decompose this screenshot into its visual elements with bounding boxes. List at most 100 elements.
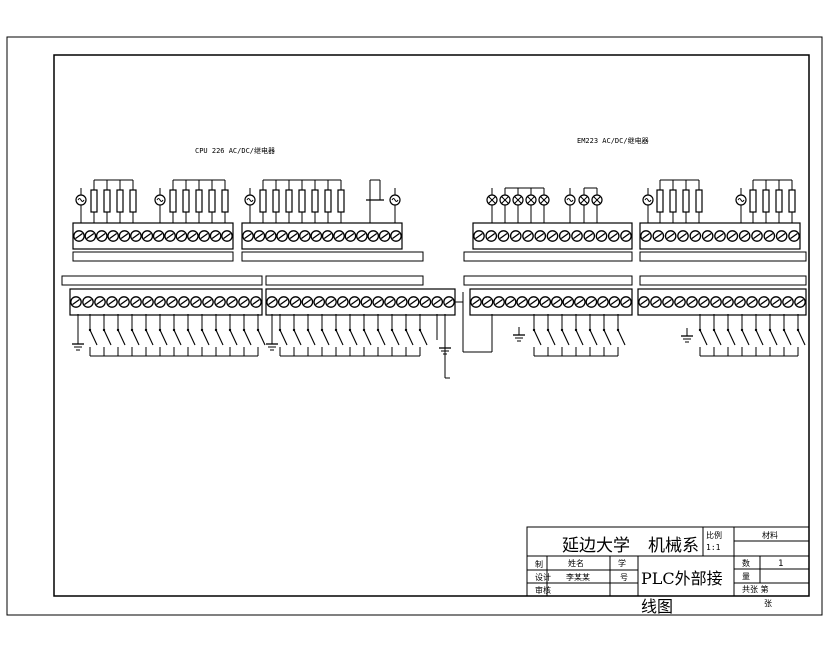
em-output-strip-a-terminal-screw [487,232,496,240]
cpu-input-strip-b-terminal-screw [409,298,418,306]
load-coil [695,189,703,213]
em-output-strip-b-terminal-screw [777,232,786,240]
em-input-strip-b-terminal-screw [784,298,792,306]
em-output-strip-a-terminal-screw [511,232,520,240]
load-coil [775,189,783,213]
cpu-output-strip-b-terminal-screw [380,232,389,240]
cpu-input-strip-b-terminal-screw [433,298,442,306]
em-input-strip-a-terminal-screw [529,298,538,306]
em-output-strip-b-terminal-screw [703,232,712,240]
em-output-strip-a-terminal-screw [475,232,483,240]
cpu-output-strip-a-terminal-screw [120,232,129,240]
em-input-strip-a-terminal-screw [599,298,607,306]
em-input-strip-a-terminal-screw [552,298,561,306]
cpu-input-strip-b-terminal-screw [386,298,394,306]
em-output-strip-b-terminal-screw [642,232,650,240]
cpu-output-strip-b-terminal-screw [323,232,332,240]
input-switch [158,328,162,332]
em-output-strip-a-terminal-screw [548,232,557,240]
cpu-output-strip-b-terminal-screw [278,232,287,240]
load-coil [749,189,757,213]
input-switch [200,328,204,332]
student-label: 学 [618,558,626,568]
cpu-output-strip-b-terminal-screw [266,232,275,240]
input-switch [712,328,716,332]
cpu-input-label-row-a [61,275,263,286]
em-output-strip-b [639,222,801,250]
cpu-input-strip-a-terminal-screw [180,298,188,306]
em-input-strip-a-terminal-screw [472,298,480,306]
cpu-output-strip-a-terminal-screw [143,232,152,240]
load-coil [682,189,690,213]
cpu-input-strip-a [69,288,263,316]
input-switch [116,328,120,332]
cpu-input-strip-b-terminal-screw [303,298,312,306]
em-input-strip-a-terminal-screw [518,298,527,306]
cpu-output-strip-b-terminal-screw [301,232,309,240]
em-output-strip-b-terminal-screw [790,232,798,240]
load-coil [195,189,203,213]
input-switch [186,328,190,332]
cpu-input-strip-b-terminal-screw [279,298,288,306]
em-output-strip-a-terminal-screw [609,232,618,240]
cpu-input-strip-b-terminal-screw [421,298,430,306]
input-switch [698,328,702,332]
cpu-input-strip-b-terminal-screw [350,298,359,306]
em-input-strip-b-terminal-screw [664,298,672,306]
em-output-strip-b-terminal-screw [691,232,700,240]
em-input-strip-a-terminal-screw [541,298,550,306]
outer-frame [6,36,823,616]
cpu-input-strip-a-terminal-screw [156,298,164,306]
em-output-label-row-a [463,251,633,262]
cpu-output-strip-a-terminal-screw [211,232,220,240]
designer-name: 李某某 [566,572,590,582]
input-switch [390,328,394,332]
input-switch [144,328,148,332]
input-switch [602,328,606,332]
input-switch [546,328,550,332]
em-input-strip-a-terminal-screw [564,298,573,306]
cpu-input-strip-b-terminal-screw [445,298,453,306]
cpu-input-strip-a-terminal-screw [120,298,128,306]
em-input-strip-a-terminal-screw [622,298,630,306]
load-coil [669,189,677,213]
em-output-strip-b-terminal-screw [666,232,675,240]
drawing-title-line1: PLC外部接 [641,569,723,588]
load-coil [103,189,111,213]
load-coil [259,189,267,213]
cpu-output-strip-b-terminal-screw [335,232,343,240]
em-input-strip-b-terminal-screw [772,298,780,306]
cpu-output-strip-b-terminal-screw [369,232,378,240]
input-switch [362,328,366,332]
cpu-input-strip-a-terminal-screw [144,298,152,306]
input-switch [796,328,800,332]
em-output-strip-a-terminal-screw [597,232,606,240]
em-output-strip-a-terminal-screw [524,232,532,240]
cpu-input-strip-b-terminal-screw [327,298,335,306]
cpu-output-strip-a-terminal-screw [132,232,140,240]
input-switch [560,328,564,332]
cpu-output-strip-b-terminal-screw [346,232,355,240]
school-name: 延边大学 [562,536,630,556]
input-switch [292,328,296,332]
department-name: 机械系 [648,536,699,556]
em-input-label-row-b [639,275,807,286]
em-input-strip-b-terminal-screw [736,298,744,306]
input-switch [102,328,106,332]
cpu-input-strip-a-terminal-screw [192,298,200,306]
input-switch [782,328,786,332]
cpu-input-strip-a-terminal-screw [252,298,260,306]
cpu-output-strip-a-terminal-screw [75,232,83,240]
em-input-strip-a-terminal-screw [483,298,492,306]
em-input-strip-a-terminal-screw [506,298,515,306]
wiring-diagram [61,179,807,379]
ac-source-wave [391,198,399,202]
cpu-output-strip-a-terminal-screw [177,232,186,240]
cpu-input-strip-a-terminal-screw [132,298,140,306]
load-coil [208,189,216,213]
cpu-input-strip-a-terminal-screw [228,298,236,306]
input-switch [588,328,592,332]
cpu-input-strip-a-terminal-screw [108,298,116,306]
student-label-2: 号 [620,573,628,582]
